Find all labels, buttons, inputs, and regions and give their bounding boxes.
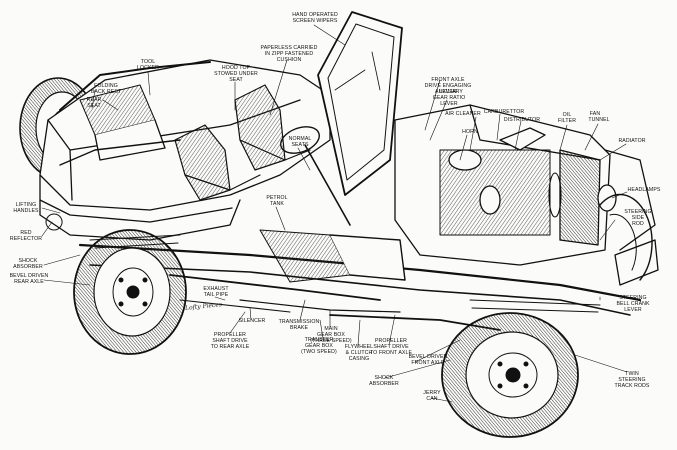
label-jerrican: JERRY CAN: [423, 390, 441, 402]
label-transfer-gear-box: TRANSFER GEAR BOX (TWO SPEED): [301, 337, 337, 355]
label-lifting-handles: LIFTING HANDLES: [13, 202, 39, 214]
label-horn: HORN: [462, 129, 478, 135]
label-flywheel-clutch-casing: FLYWHEEL & CLUTCH CASING: [344, 344, 374, 362]
label-propeller-shaft-front: PROPELLER SHAFT DRIVE TO FRONT AXLE: [369, 338, 413, 356]
label-hood-top-stowed: HOOD TOP STOWED UNDER SEAT: [214, 65, 258, 83]
label-oil-filter: OIL FILTER: [557, 112, 577, 124]
label-bevel-driven-rear-axle: BEVEL DRIVEN REAR AXLE: [9, 273, 49, 285]
label-radiator: RADIATOR: [618, 138, 646, 144]
label-red-reflector: RED REFLECTOR: [9, 230, 43, 242]
far-front-wheel: [599, 193, 653, 281]
label-twin-steering-track-rods: TWIN STEERING TRACK RODS: [614, 371, 650, 389]
label-transmission-brake: TRANSMISSION BRAKE: [278, 319, 320, 331]
label-tunnel: TUNNEL: [588, 117, 610, 123]
engine-bay: [394, 104, 659, 286]
leader-lines: [41, 24, 628, 403]
label-main-gear-box: MAIN GEAR BOX (THREE SPEED): [310, 326, 352, 344]
label-shock-absorber-front: SHOCK ABSORBER: [369, 375, 399, 387]
label-rear-seat: REAR SEAT: [86, 97, 102, 109]
steering-wheel: [280, 126, 351, 226]
label-auxiliary-gear-ratio-lever: AUXILIARY GEAR RATIO LEVER: [432, 89, 466, 107]
label-steering-side-rod: STEERING SIDE ROD: [624, 209, 652, 227]
label-steering-bell-crank-lever: STEERING BELL CRANK LEVER: [616, 295, 650, 313]
label-tool-locker: TOOL LOCKER: [137, 59, 159, 71]
label-headlamps: HEADLAMPS: [627, 187, 661, 193]
rear-wheel: [73, 229, 187, 355]
label-propeller-shaft-rear: PROPELLER SHAFT DRIVE TO REAR AXLE: [210, 332, 250, 350]
label-hand-operated-screen-wipers: HAND OPERATED SCREEN WIPERS: [292, 12, 338, 24]
label-bevel-driven-front-axle: BEVEL DRIVEN FRONT AXLE: [408, 354, 448, 366]
label-folding-back-rest: FOLDING BACK REST: [90, 83, 122, 95]
label-paperless-cushion: PAPERLESS CARRIED IN ZIPP FASTENED CUSHI…: [260, 45, 318, 63]
label-front-axle-drive-engaging-lever: FRONT AXLE DRIVE ENGAGING LEVER: [424, 77, 472, 95]
label-exhaust-tail-pipe: EXHAUST TAIL PIPE: [203, 286, 229, 298]
label-distributor: DISTRIBUTOR: [503, 117, 541, 123]
windscreen: [317, 11, 403, 196]
label-air-cleaner: AIR CLEANER: [445, 111, 481, 117]
label-fan: FAN: [589, 111, 601, 117]
label-silencer: SILENCER: [238, 318, 266, 324]
label-shock-absorber-rear: SHOCK ABSORBER: [13, 258, 43, 270]
label-petrol-tank: PETROL TANK: [266, 195, 288, 207]
front-wheel: [441, 312, 579, 438]
label-normal-seats: NORMAL SEATS: [288, 136, 312, 148]
label-carburettor: CARBURETTOR: [483, 109, 525, 115]
